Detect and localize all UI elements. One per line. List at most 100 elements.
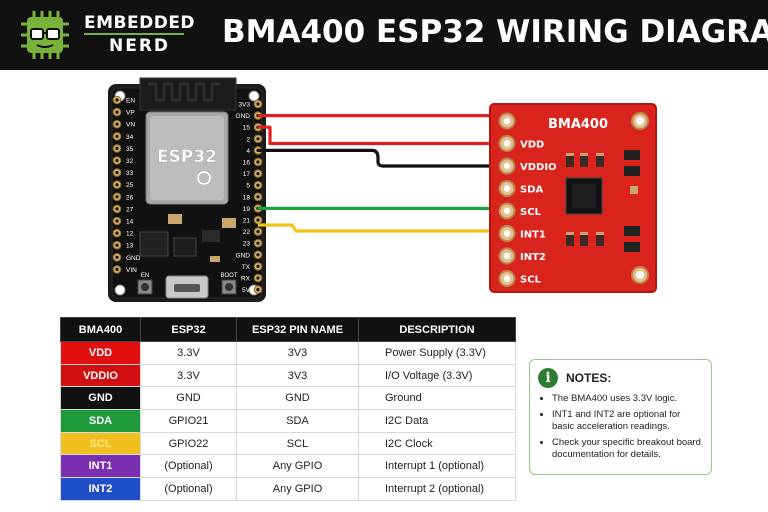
pin-label: 2 bbox=[246, 136, 250, 143]
button-label-en: EN bbox=[141, 273, 149, 279]
pin-label: VP bbox=[126, 110, 135, 117]
pin-label: 23 bbox=[243, 241, 251, 248]
pin-label: SCL bbox=[520, 207, 542, 218]
info-icon: i bbox=[538, 368, 558, 388]
wiring-diagram: ESP32 EN BOOT ENVPVN34353233252627141213… bbox=[108, 77, 657, 302]
pin-label: 5V bbox=[242, 287, 251, 294]
wire bbox=[258, 125, 499, 146]
pin-label: 32 bbox=[126, 158, 134, 165]
bma400-board-label: BMA400 bbox=[548, 117, 608, 132]
pin-label: VDD bbox=[520, 140, 544, 151]
table-cell-signal: INT2 bbox=[60, 477, 141, 501]
esp32-module-label: ESP32 bbox=[157, 147, 217, 167]
wire bbox=[258, 148, 499, 168]
wire bbox=[258, 223, 499, 233]
table-cell-description: I2C Data bbox=[358, 409, 516, 433]
pin-label: 3V3 bbox=[238, 102, 250, 109]
pin-label: 14 bbox=[126, 219, 134, 226]
pin-label: RX bbox=[241, 276, 251, 283]
table-cell-description: I2C Clock bbox=[358, 431, 516, 456]
table-cell-description: I/O Voltage (3.3V) bbox=[358, 363, 516, 388]
pin-label: 21 bbox=[243, 218, 251, 225]
pin-label: 16 bbox=[243, 160, 251, 167]
column-header: ESP32 PIN NAME bbox=[236, 317, 359, 342]
table-cell-pin-name: SDA bbox=[236, 409, 359, 433]
header-bar: EMBEDDED NERD BMA400 ESP32 WIRING DIAGRA… bbox=[0, 0, 768, 70]
esp32-board: ESP32 EN BOOT ENVPVN34353233252627141213… bbox=[108, 77, 266, 302]
pin-label: 19 bbox=[243, 206, 251, 213]
column-header: BMA400 bbox=[60, 317, 141, 342]
pin-label: 33 bbox=[126, 170, 134, 177]
page-title: BMA400 ESP32 WIRING DIAGRAM bbox=[222, 14, 768, 50]
pin-label: 5 bbox=[246, 183, 250, 190]
table-cell-esp32: GND bbox=[140, 386, 237, 411]
connection-table: BMA400 ESP32 ESP32 PIN NAME DESCRIPTION … bbox=[60, 317, 516, 501]
pin-label: VDDIO bbox=[520, 162, 557, 173]
pin-label: 35 bbox=[126, 146, 134, 153]
table-cell-pin-name: 3V3 bbox=[236, 363, 359, 388]
pin-label: 4 bbox=[246, 148, 250, 155]
table-cell-esp32: 3.3V bbox=[140, 363, 237, 388]
pin-label: VN bbox=[126, 122, 135, 129]
pin-label: 27 bbox=[126, 206, 134, 213]
table-cell-pin-name: SCL bbox=[236, 431, 359, 456]
table-cell-pin-name: Any GPIO bbox=[236, 477, 359, 501]
brand-line-2: NERD bbox=[109, 36, 171, 56]
table-cell-description: Interrupt 2 (optional) bbox=[358, 477, 516, 501]
pin-label: 13 bbox=[126, 243, 134, 250]
column-header: ESP32 bbox=[140, 317, 237, 342]
table-cell-esp32: GPIO22 bbox=[140, 431, 237, 456]
table-cell-description: Ground bbox=[358, 386, 516, 411]
pin-label: SCL bbox=[520, 275, 542, 286]
table-cell-esp32: (Optional) bbox=[140, 454, 237, 479]
notes-panel: i NOTES: The BMA400 uses 3.3V logic. INT… bbox=[529, 359, 712, 475]
pin-label: 15 bbox=[243, 125, 251, 132]
table-cell-esp32: (Optional) bbox=[140, 477, 237, 501]
notes-header: i NOTES: bbox=[538, 368, 703, 388]
pin-label: TX bbox=[242, 264, 251, 271]
table-cell-signal: VDDIO bbox=[60, 363, 141, 388]
pin-label: 22 bbox=[243, 229, 251, 236]
table-cell-pin-name: GND bbox=[236, 386, 359, 411]
table-cell-pin-name: 3V3 bbox=[236, 341, 359, 365]
wire-bundle bbox=[258, 114, 499, 233]
pin-label: 26 bbox=[126, 194, 134, 201]
notes-list: The BMA400 uses 3.3V logic. INT1 and INT… bbox=[538, 393, 703, 462]
pin-label: 17 bbox=[243, 171, 251, 178]
table-cell-pin-name: Any GPIO bbox=[236, 454, 359, 479]
pin-label: 18 bbox=[243, 194, 251, 201]
list-item: The BMA400 uses 3.3V logic. bbox=[552, 393, 703, 406]
pin-label: VIN bbox=[126, 267, 137, 274]
pin-label: GND bbox=[236, 252, 251, 259]
pin-label: INT1 bbox=[520, 230, 546, 241]
table-header-row: BMA400 ESP32 ESP32 PIN NAME DESCRIPTION bbox=[60, 317, 516, 342]
table-cell-description: Interrupt 1 (optional) bbox=[358, 454, 516, 479]
pin-label: GND bbox=[126, 255, 141, 262]
table-cell-signal: VDD bbox=[60, 341, 141, 365]
pin-label: 12 bbox=[126, 231, 134, 238]
notes-title: NOTES: bbox=[566, 371, 612, 385]
table-cell-signal: GND bbox=[60, 386, 141, 411]
table-cell-signal: SCL bbox=[60, 431, 141, 456]
pin-label: INT2 bbox=[520, 252, 546, 263]
button-label-boot: BOOT bbox=[220, 273, 237, 279]
list-item: Check your specific breakout board docum… bbox=[552, 437, 703, 462]
brand-line-1: EMBEDDED bbox=[84, 13, 196, 33]
table-cell-signal: INT1 bbox=[60, 454, 141, 479]
brand-divider bbox=[84, 33, 184, 35]
brand-name: EMBEDDED NERD bbox=[84, 14, 195, 56]
pin-label: 34 bbox=[126, 134, 134, 141]
list-item: INT1 and INT2 are optional for basic acc… bbox=[552, 409, 703, 434]
